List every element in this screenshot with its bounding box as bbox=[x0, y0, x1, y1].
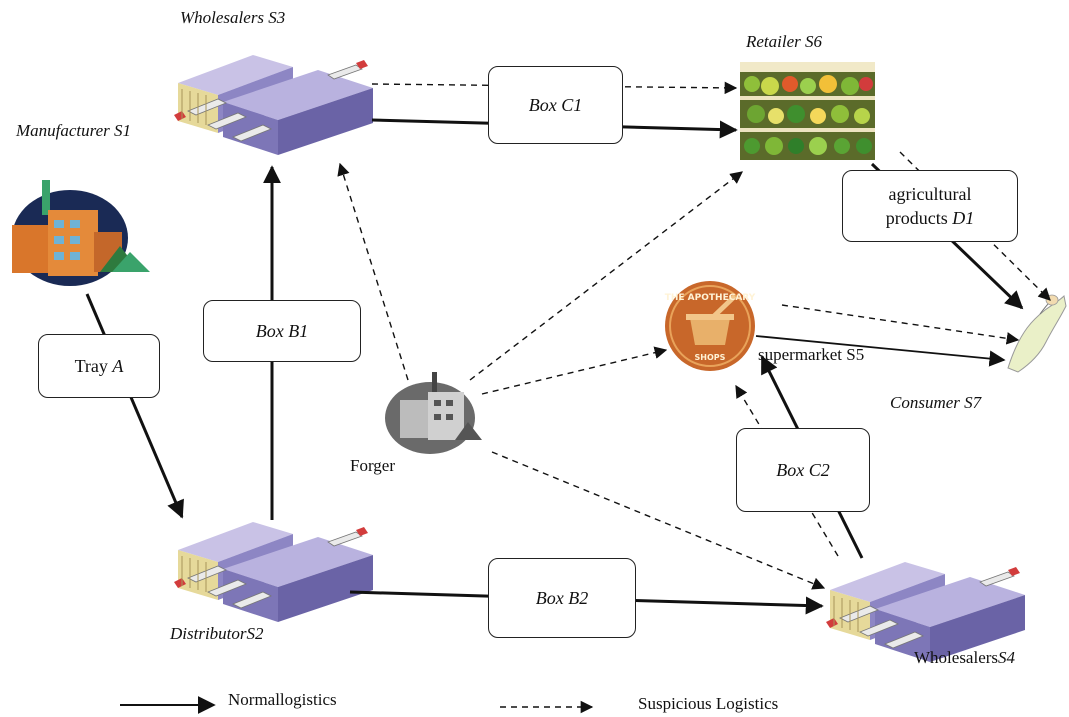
legend-normal-label: Normallogistics bbox=[228, 690, 337, 709]
arrow-s1-to-s2 bbox=[85, 293, 184, 519]
dashed-s5-to-s7 bbox=[781, 304, 1020, 345]
wholesalers-s4-suffix: S4 bbox=[998, 648, 1016, 667]
label-retailer-s6: Retailer S6 bbox=[746, 32, 823, 51]
wholesalers-s4-prefix: Wholesalers bbox=[914, 648, 999, 667]
dashed-forger-to-s3 bbox=[337, 162, 409, 381]
arrow-s5-to-s7 bbox=[755, 335, 1006, 367]
shop-sign-bottom-text: SHOPS bbox=[695, 353, 726, 362]
label-wholesalers-s3: Wholesalers S3 bbox=[180, 8, 286, 27]
agri-line2-suffix: D1 bbox=[952, 208, 975, 228]
apothecary-shop-sign-icon: THE APOTHECARY SHOPS bbox=[665, 281, 756, 371]
tray-prefix: Tray bbox=[74, 356, 113, 376]
factory-icon bbox=[12, 180, 150, 286]
box-b1: Box B1 bbox=[203, 300, 361, 362]
label-manufacturer-s1: Manufacturer S1 bbox=[16, 121, 132, 140]
box-c1: Box C1 bbox=[488, 66, 623, 144]
warehouse-icon-s4 bbox=[825, 561, 1026, 663]
agri-line1: agricultural bbox=[888, 184, 972, 204]
legend-suspicious-label: Suspicious Logistics bbox=[638, 694, 779, 713]
agri-line2: products D1 bbox=[886, 206, 975, 230]
consumer-figure-icon bbox=[1007, 294, 1067, 373]
box-agricultural-products-d1: agricultural products D1 bbox=[842, 170, 1018, 242]
label-distributor-s2: DistributorS2 bbox=[170, 624, 264, 643]
dashed-forger-to-s6 bbox=[469, 171, 744, 381]
agri-line2-prefix: products bbox=[885, 208, 953, 228]
label-forger: Forger bbox=[350, 456, 396, 475]
shop-sign-top-text: THE APOTHECARY bbox=[665, 293, 756, 303]
warehouse-icon-s3 bbox=[173, 54, 374, 156]
forger-building-icon bbox=[385, 372, 482, 454]
box-b2: Box B2 bbox=[488, 558, 636, 638]
label-wholesalers-s4: WholesalersS4 bbox=[914, 648, 1015, 668]
dashed-forger-to-s5 bbox=[481, 346, 668, 395]
label-consumer-s7: Consumer S7 bbox=[890, 393, 982, 412]
label-supermarket-s5: supermarket S5 bbox=[758, 345, 865, 364]
tray-suffix: A bbox=[112, 356, 124, 376]
dashed-s3-to-s6 bbox=[371, 81, 738, 95]
box-c2: Box C2 bbox=[736, 428, 870, 512]
box-tray-a: Tray A bbox=[38, 334, 160, 398]
warehouse-icon-s2 bbox=[173, 521, 374, 623]
produce-shelf-icon bbox=[740, 62, 875, 160]
dashed-forger-to-s4 bbox=[491, 451, 826, 590]
